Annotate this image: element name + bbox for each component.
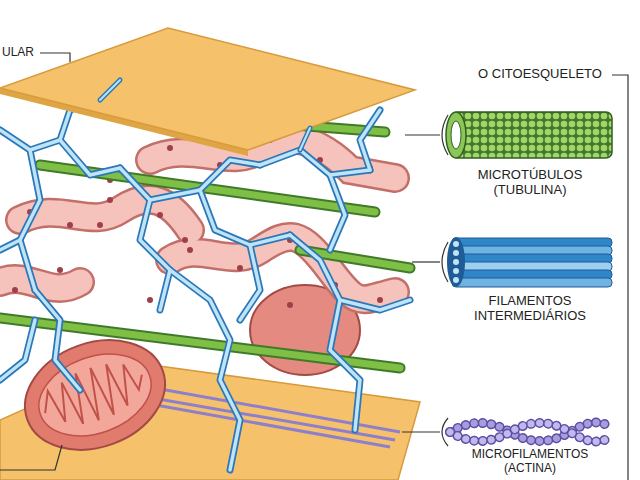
section-heading: O CITOESQUELETO: [470, 67, 610, 82]
part-label: MICROFILAMENTOS (ACTINA): [445, 448, 615, 476]
membrane-label: ULAR: [2, 46, 42, 60]
part-label: FILAMENTOS INTERMEDIÁRIOS: [445, 294, 615, 324]
part-label: MICROTÚBULOS (TUBULINA): [445, 168, 615, 198]
